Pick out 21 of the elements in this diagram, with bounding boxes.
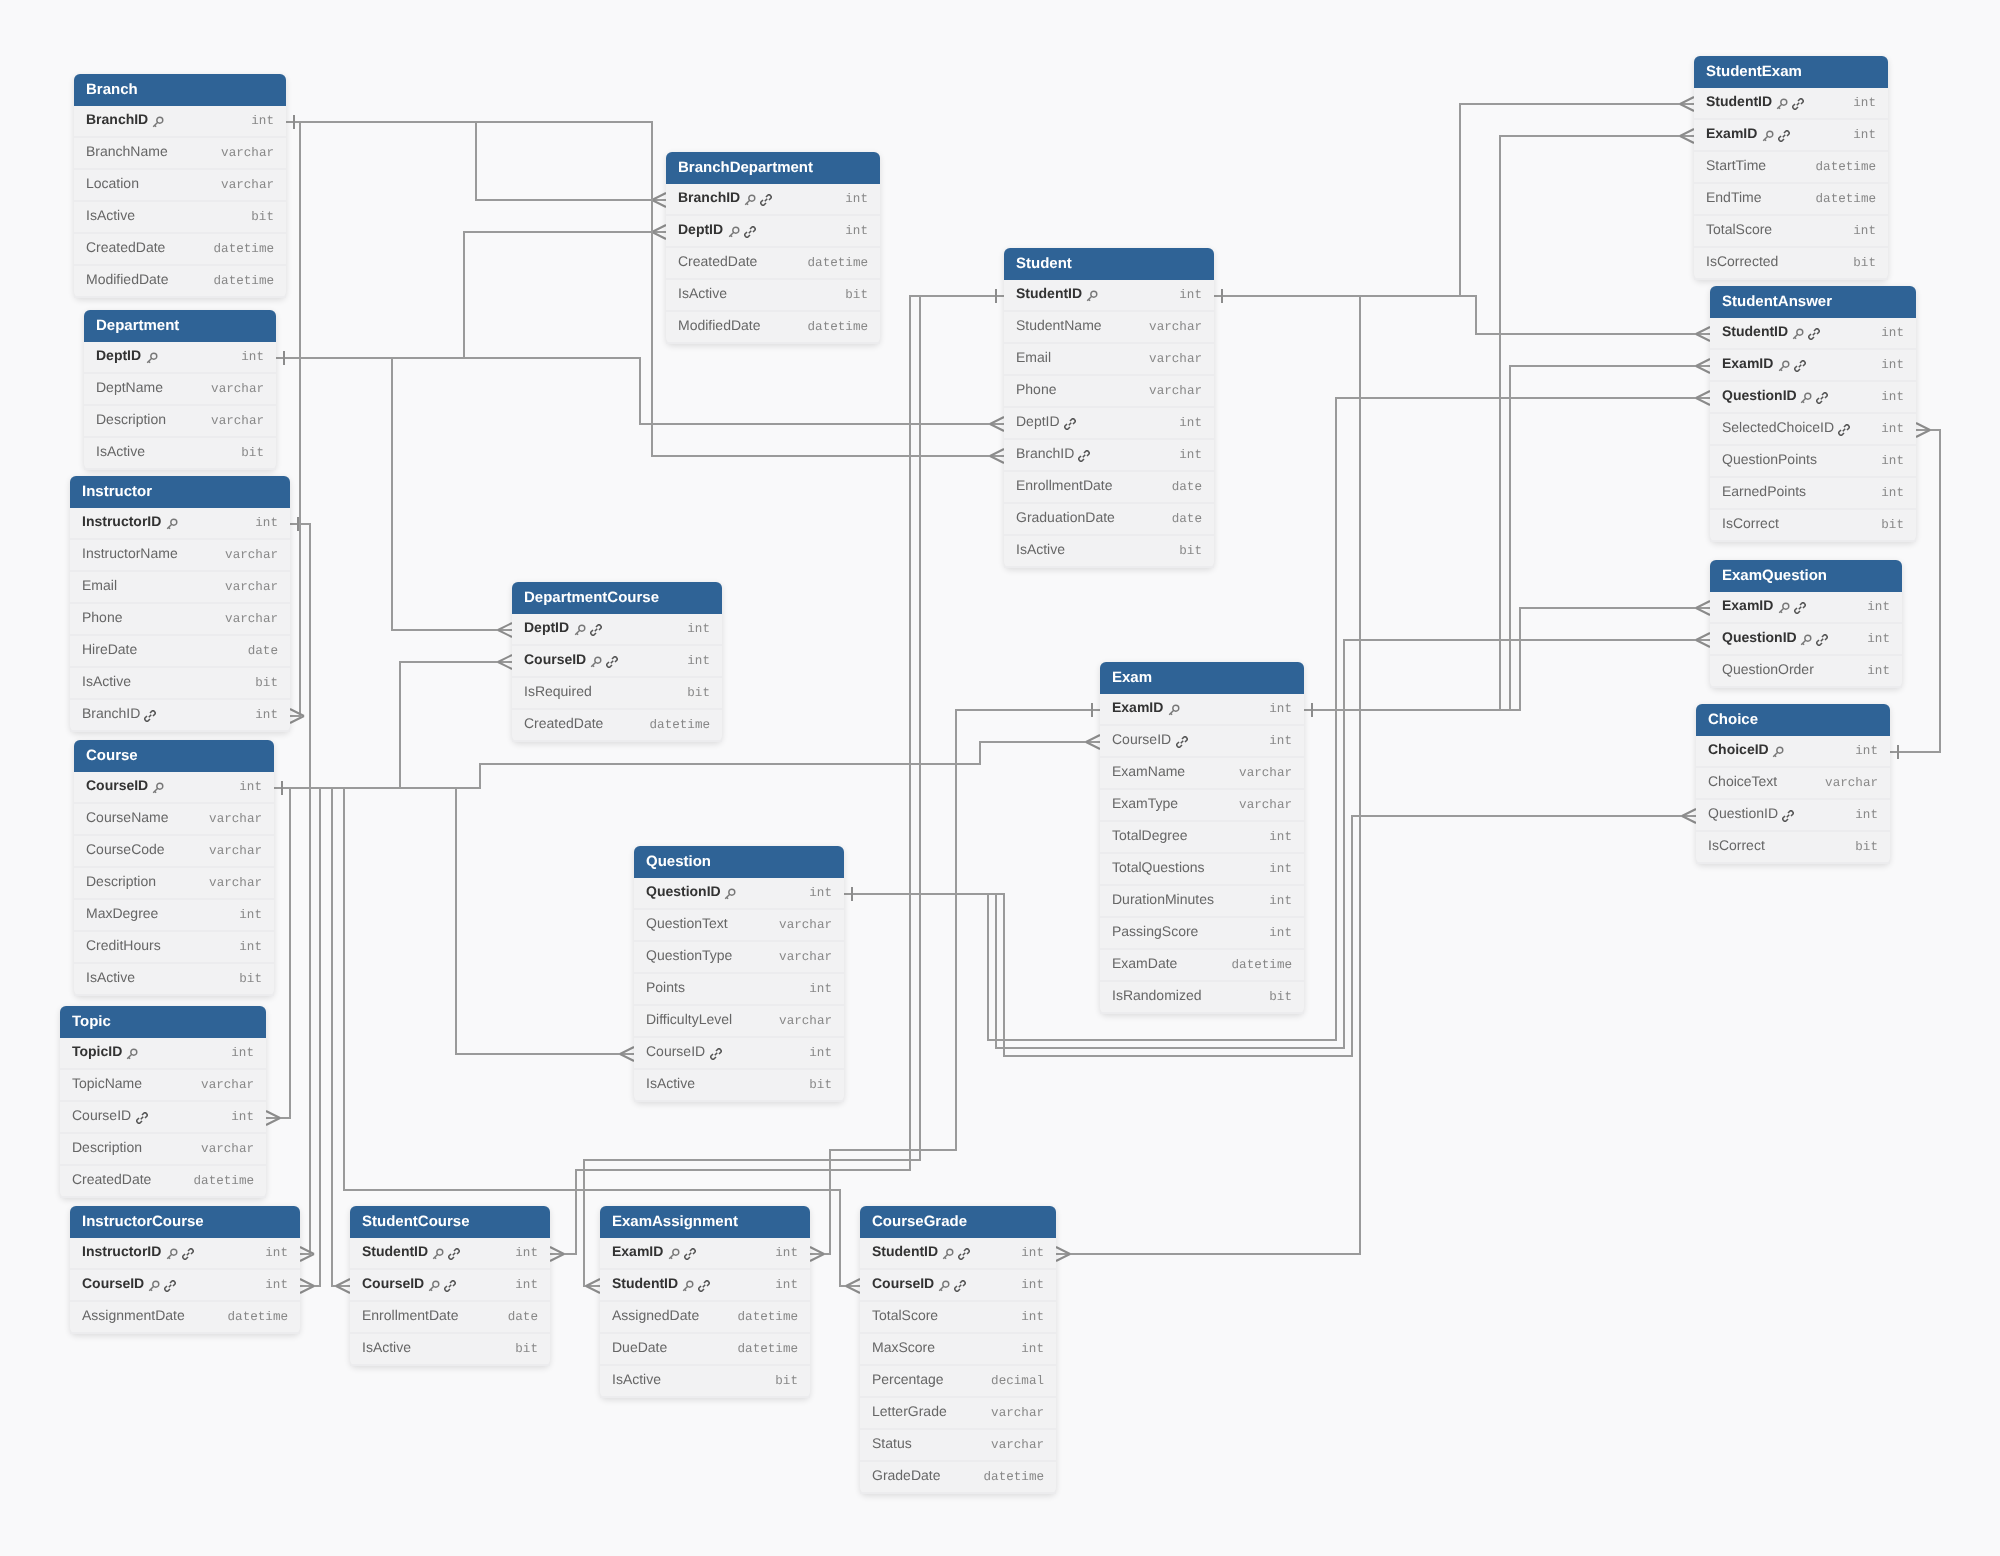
table-card [600,1206,810,1398]
table-card [74,740,274,996]
table-card [1694,56,1888,280]
table-card [84,310,276,470]
table-card [1696,704,1890,864]
table-card [666,152,880,344]
table-card [1710,560,1902,688]
table-card [350,1206,550,1366]
relationship-line [1889,422,1941,760]
table-card [1100,662,1304,1014]
relationship-line [289,516,315,1262]
table-card [512,582,722,742]
table-card [1710,286,1916,542]
table-card [1004,248,1214,568]
table-card [70,476,290,732]
relationship-line [809,702,1101,1262]
table-card [70,1206,300,1334]
table-card [860,1206,1056,1494]
table-card [634,846,844,1102]
table-card [60,1006,266,1198]
table-card [74,74,286,298]
